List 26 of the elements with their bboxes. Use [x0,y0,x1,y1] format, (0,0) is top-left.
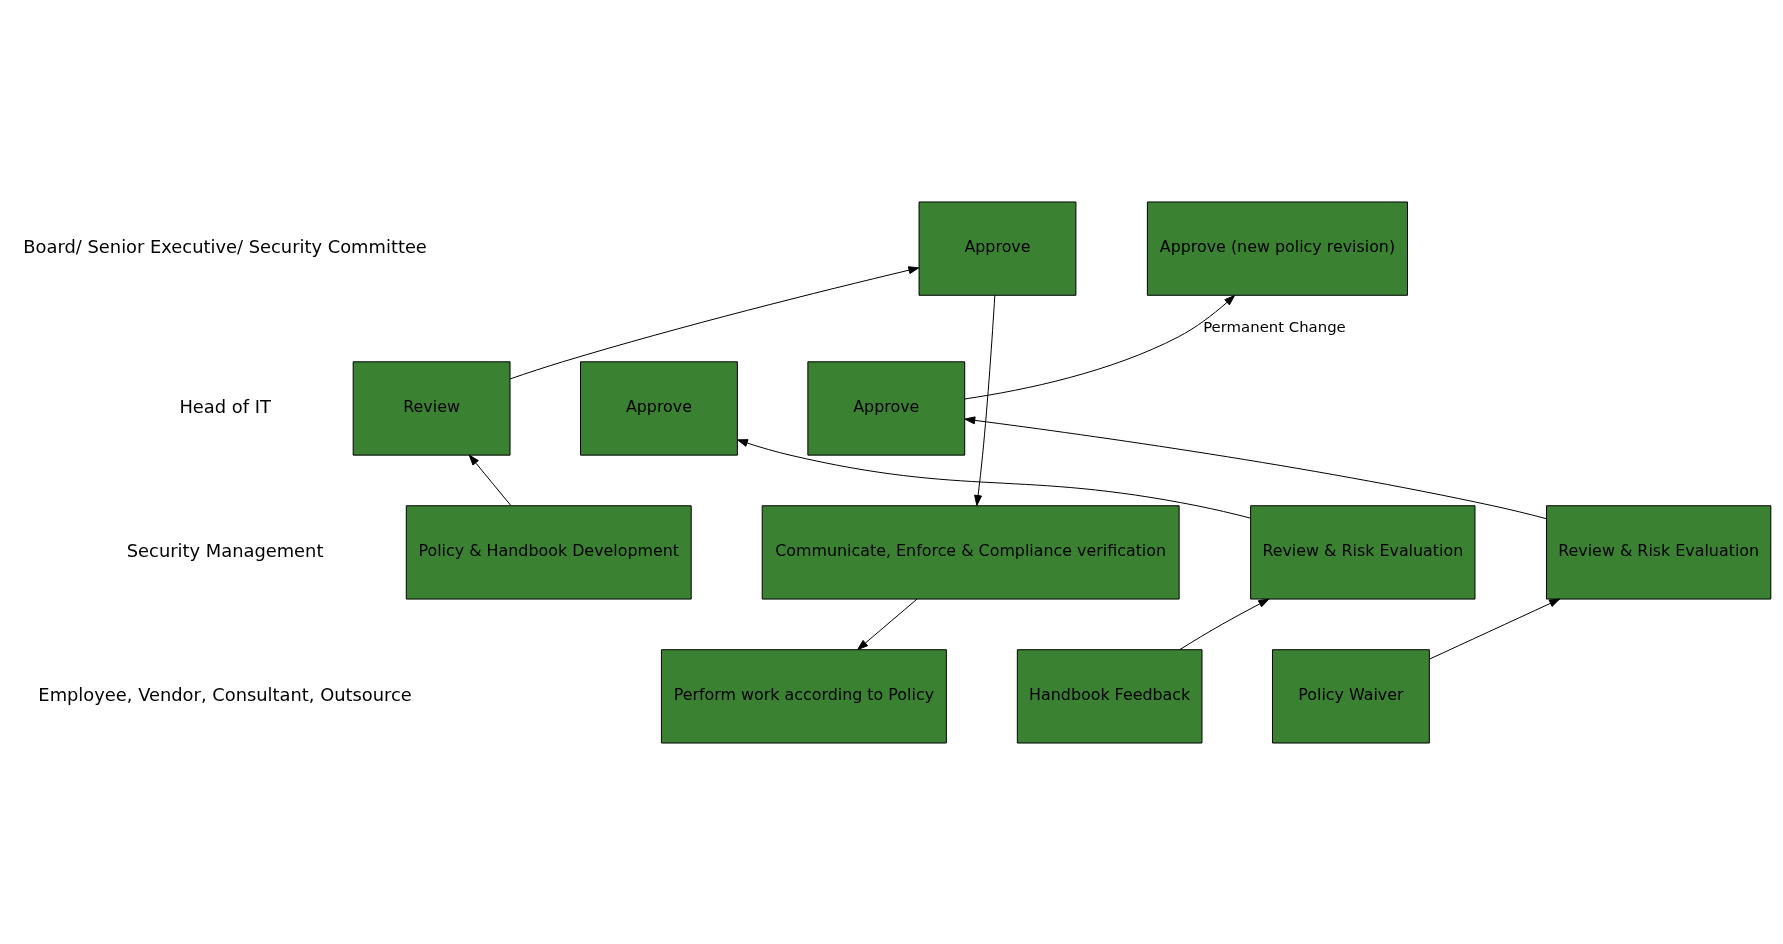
arrow [857,598,918,650]
label: Employee, Vendor, Consultant, Outsource [38,683,412,705]
arrow [964,294,1235,399]
node-box: Approve (new policy revision) [1146,200,1408,296]
arrow [509,265,920,379]
node-box: Communicate, Enforce & Compliance verification [761,504,1180,600]
label: Security Management [126,539,324,561]
node-box: Approve [580,360,738,456]
node-box: Policy Waiver [1271,648,1430,744]
arrow [1429,598,1561,660]
node-box: Review & Risk Evaluation [1250,504,1476,600]
node-box: Review [352,360,511,456]
node-box: Approve [807,360,966,456]
node-box: Review & Risk Evaluation [1546,504,1772,600]
arrow [964,415,1547,519]
edge-label: Permanent Change [1203,317,1346,336]
label: Head of IT [179,395,271,417]
label: Board/ Senior Executive/ Security Committee [23,235,427,257]
arrow [737,438,1251,519]
node-box: Perform work according to Policy [660,648,947,744]
node-box: Approve [918,200,1077,296]
node-box: Handbook Feedback [1016,648,1203,744]
arrow [974,294,996,506]
arrow [1179,598,1270,650]
arrow [468,454,512,506]
node-box: Policy & Handbook Development [405,504,692,600]
